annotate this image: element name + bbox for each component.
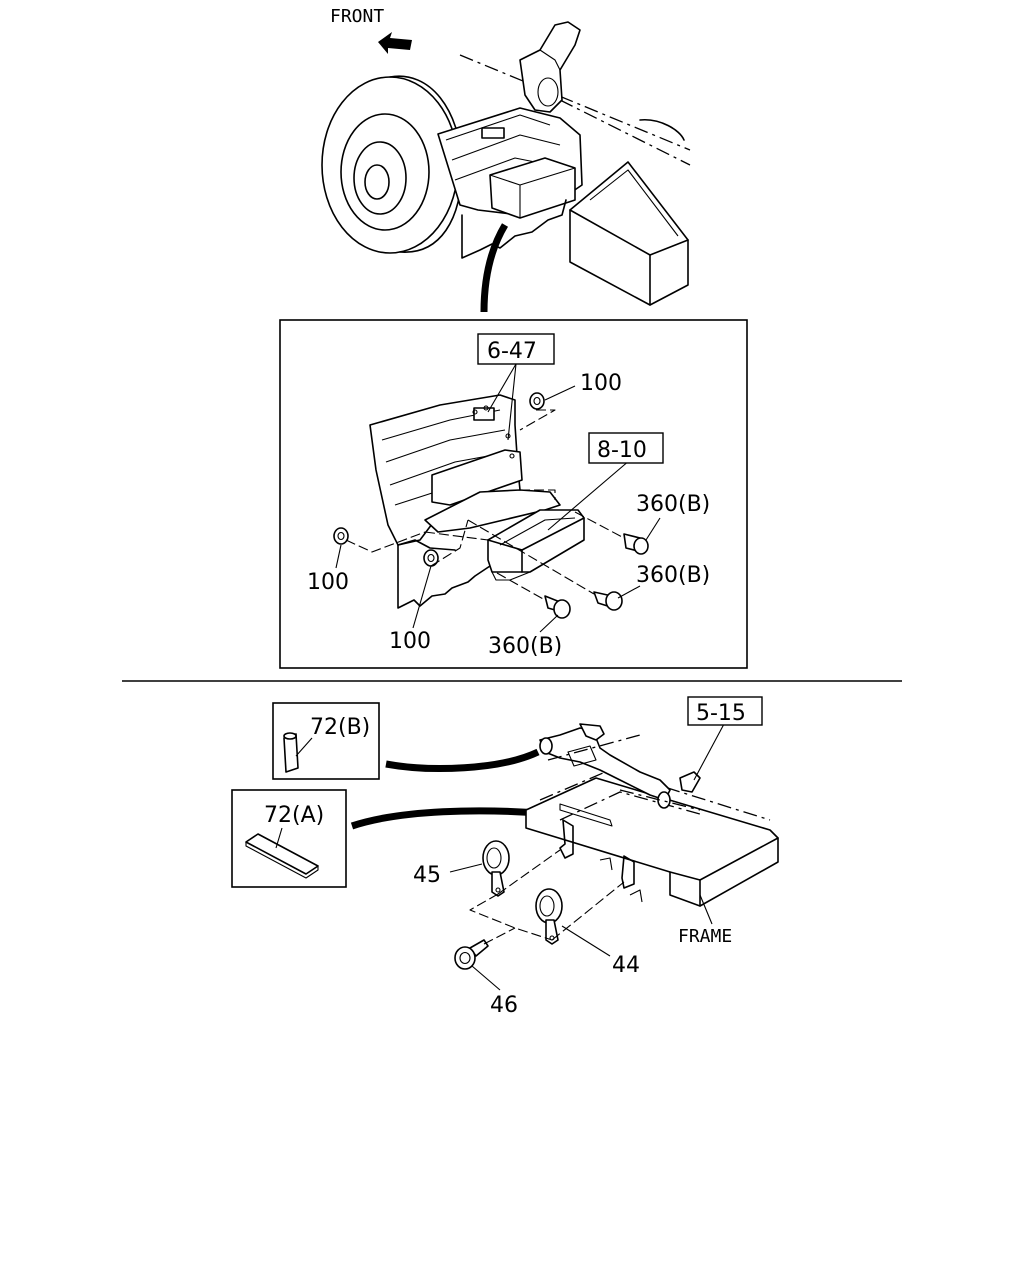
part-label-100-left: 100 <box>307 570 349 595</box>
ref-box-5-15 <box>687 696 763 726</box>
upper-detail-frame <box>279 319 748 669</box>
horn-brackets <box>559 819 643 903</box>
ref-label-5-15: 5-15 <box>696 701 746 726</box>
vehicle-overview: FRONT <box>321 6 691 313</box>
part-label-360b-middle: 360(B) <box>636 563 710 588</box>
bolt-46 <box>454 939 489 970</box>
detail-pointer <box>480 223 509 313</box>
bolt-360b-lower <box>544 595 571 619</box>
frame-label: FRAME <box>678 926 732 947</box>
clip-72b-drawing <box>283 732 313 773</box>
lower-assembly-lines <box>469 849 625 945</box>
nut-100-top <box>529 392 545 410</box>
part-label-46: 46 <box>490 993 518 1018</box>
relay-box <box>487 509 585 581</box>
part-label-44: 44 <box>612 953 640 978</box>
bracket-detail <box>369 394 561 609</box>
upper-leaders <box>335 363 661 633</box>
part-label-100-bottom: 100 <box>389 629 431 654</box>
ref-box-6-47 <box>477 333 555 365</box>
battery-box <box>569 161 689 306</box>
ref-label-6-47: 6-47 <box>487 339 537 364</box>
front-arrow-icon <box>378 32 412 54</box>
ref-box-8-10 <box>588 432 664 464</box>
bolt-360b-upper <box>623 533 649 555</box>
assembly-lines <box>345 409 625 601</box>
lower-leaders <box>449 723 725 991</box>
ref-label-8-10: 8-10 <box>597 438 647 463</box>
nut-100-left <box>333 527 349 545</box>
part-label-72b: 72(B) <box>310 715 370 740</box>
bolt-360b-middle <box>593 591 623 611</box>
upper-detail-view: 6-47 8-10 100 100 100 360(B) 360(B) 360(… <box>279 319 748 669</box>
front-label: FRONT <box>330 6 384 27</box>
part-label-72a: 72(A) <box>264 803 324 828</box>
pointer-72b <box>385 748 540 772</box>
pad-72a-drawing <box>245 827 319 879</box>
pointer-72a <box>350 807 553 830</box>
part-label-360b-upper: 360(B) <box>636 492 710 517</box>
wiring-harness <box>539 723 701 811</box>
frame-centerlines <box>459 54 691 166</box>
relay-bracket-overview <box>437 21 583 259</box>
horn-45 <box>482 840 510 897</box>
wheel-drawing <box>321 75 463 254</box>
lower-detail-view: 72(B) 72(A) <box>231 696 779 1018</box>
part-label-45: 45 <box>413 863 441 888</box>
part-label-360b-lower: 360(B) <box>488 634 562 659</box>
frame-rail <box>525 769 779 907</box>
part-label-100-top: 100 <box>580 371 622 396</box>
